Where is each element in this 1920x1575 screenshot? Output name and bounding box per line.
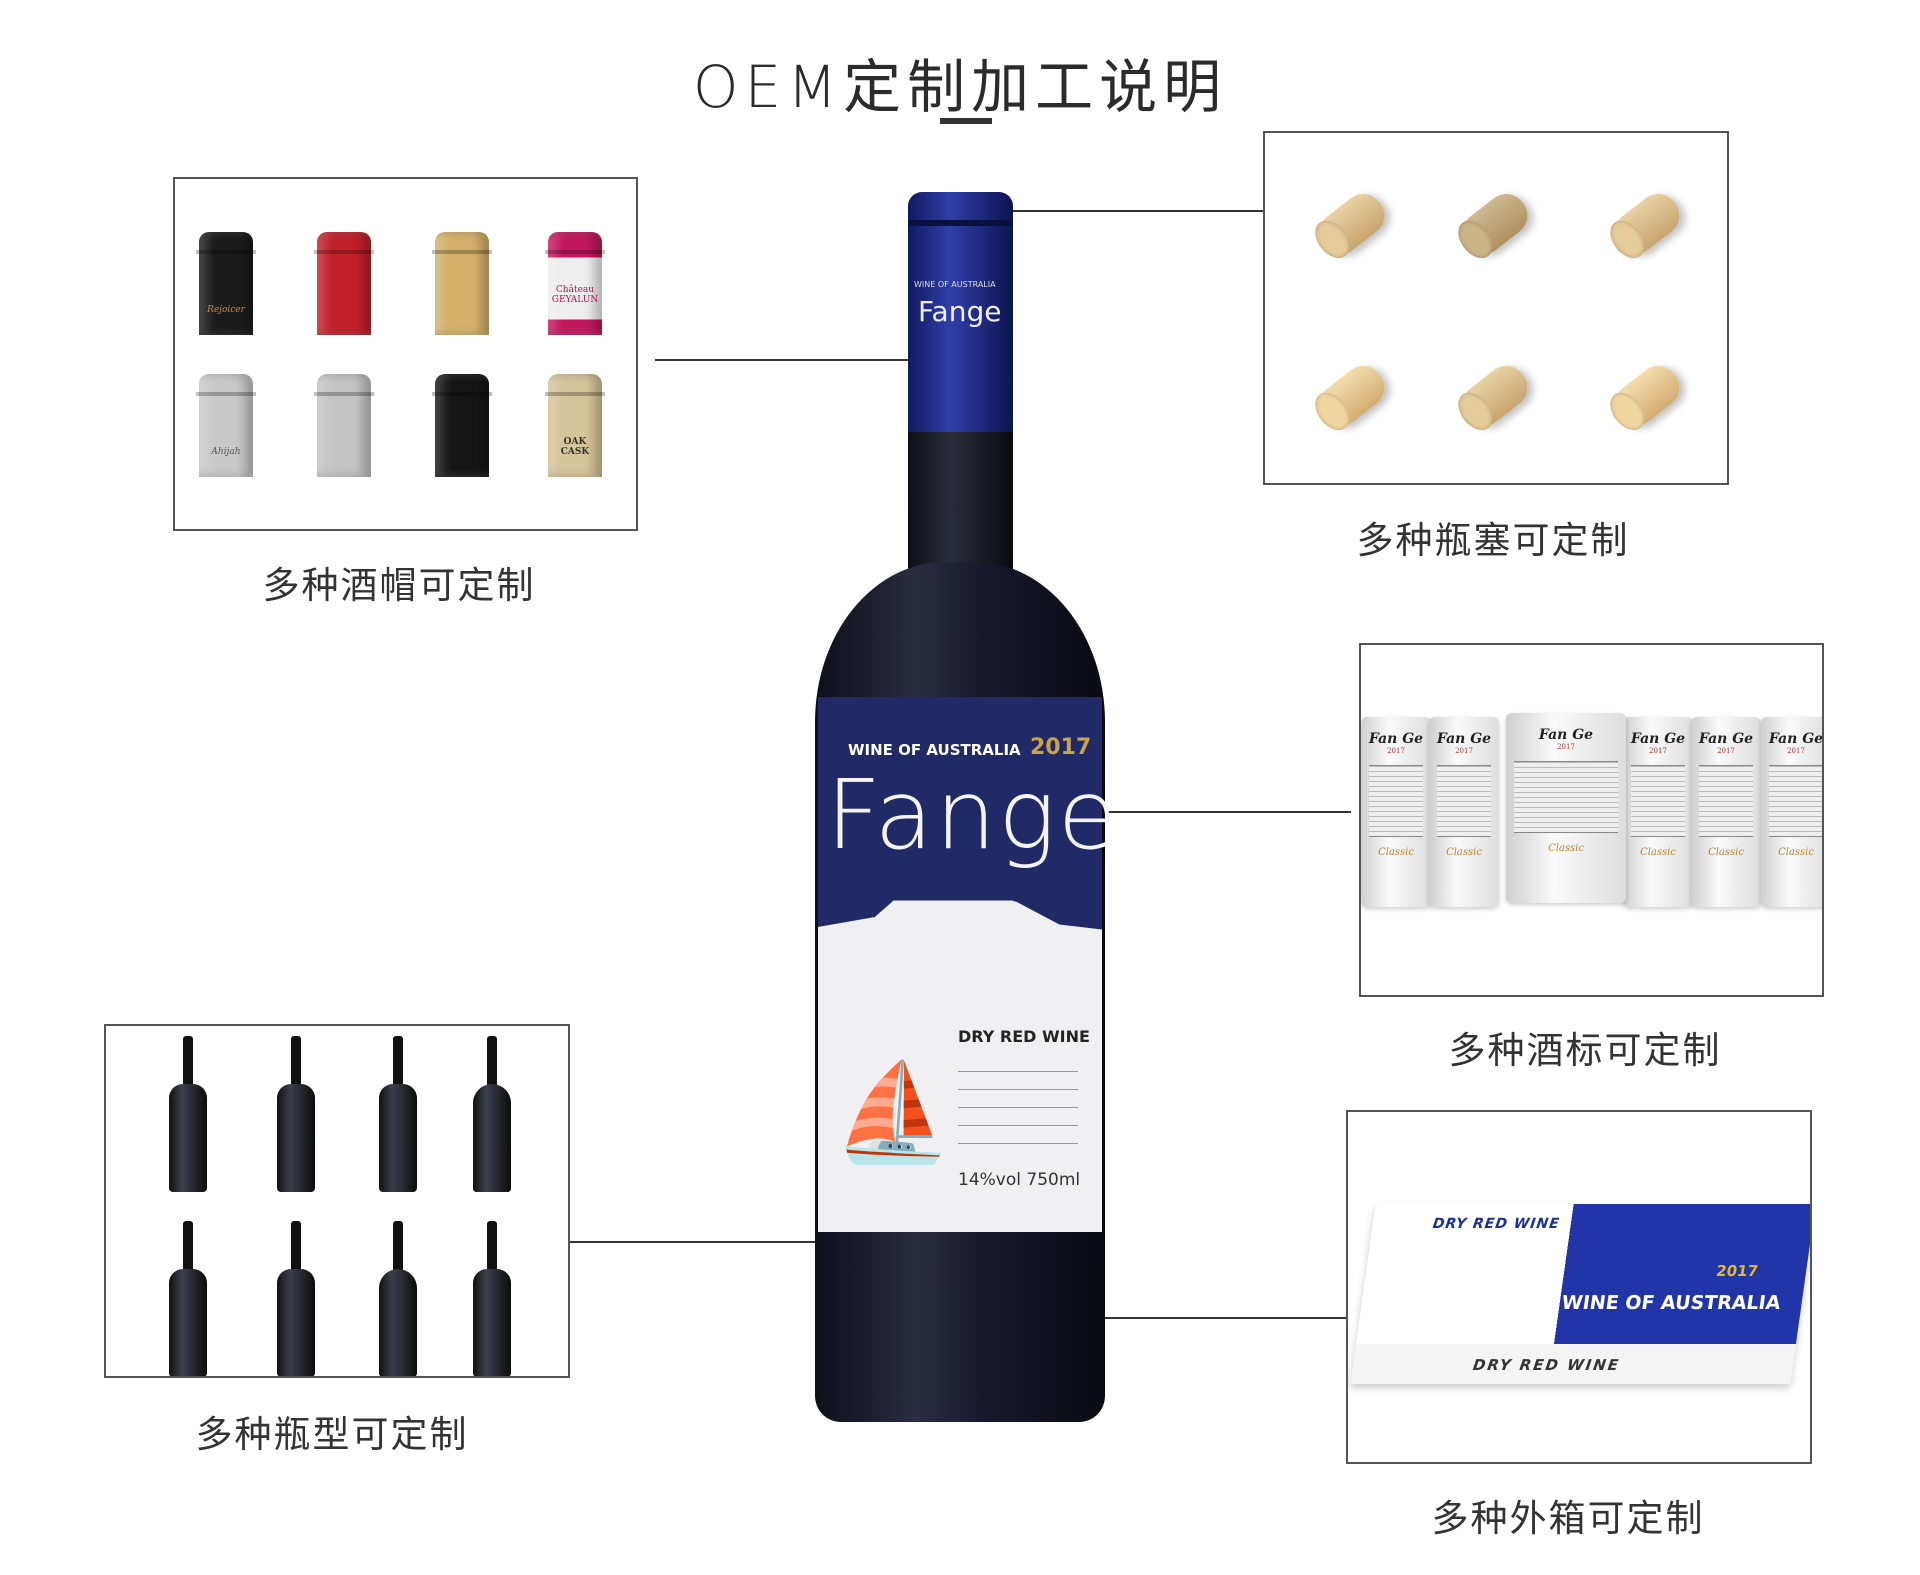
label-brand: Fan Ge [1698, 731, 1754, 747]
label-year: 2017 [1717, 747, 1735, 755]
labels-caption: 多种酒标可定制 [1448, 1029, 1722, 1072]
cork [1454, 357, 1536, 435]
bottle-neck [908, 432, 1013, 582]
label-year: 2017 [1030, 735, 1092, 760]
case-top-text: DRY RED WINE [1431, 1216, 1561, 1232]
label-series: Classic [1640, 847, 1676, 858]
cap-red [314, 232, 374, 335]
case-origin: WINE OF AUSTRALIA [1560, 1292, 1782, 1314]
connector-corks [1013, 210, 1263, 212]
bottles-image-box [104, 1024, 570, 1378]
label-year: 2017 [1787, 747, 1805, 755]
case-image-box: DRY RED WINE 2017 WINE OF AUSTRALIA DRY … [1346, 1110, 1812, 1464]
neck-origin: WINE OF AUSTRALIA [914, 280, 996, 289]
bottle-label: WINE OF AUSTRALIA 2017 Fange ⛵ DRY RED W… [818, 697, 1117, 1232]
cap-text: OAK CASK [560, 437, 590, 457]
cap-silver [314, 374, 374, 477]
wine-case: DRY RED WINE 2017 WINE OF AUSTRALIA DRY … [1350, 1204, 1810, 1384]
cork [1454, 185, 1536, 263]
case-caption: 多种外箱可定制 [1431, 1497, 1705, 1540]
label-brand: Fan Ge [1538, 727, 1594, 743]
connector-case [1088, 1317, 1346, 1319]
corks-image-box [1263, 131, 1729, 485]
neck-brand: Fange [918, 295, 1002, 328]
bottle-shape [473, 1221, 511, 1376]
label-volume: 14%vol 750ml [958, 1170, 1081, 1190]
bottle-shape [473, 1036, 511, 1192]
label-series: Classic [1778, 847, 1814, 858]
label-year: 2017 [1649, 747, 1667, 755]
connector-caps [655, 359, 908, 361]
bottle-shape [379, 1036, 417, 1192]
bottle-shape [277, 1036, 315, 1192]
cork [1311, 357, 1393, 435]
label-series: Classic [1378, 847, 1414, 858]
label-series: Classic [1446, 847, 1482, 858]
connector-labels [1105, 811, 1351, 813]
corks-caption: 多种瓶塞可定制 [1356, 519, 1630, 562]
bottle-shape [169, 1221, 207, 1376]
cork [1311, 185, 1393, 263]
label-year: 2017 [1387, 747, 1405, 755]
label-type: DRY RED WINE [958, 1027, 1090, 1046]
cap-black-seal [432, 374, 492, 477]
connector-bottles [569, 1241, 819, 1243]
cap-silver-script: Ahijah [196, 374, 256, 477]
wine-bottle: WINE OF AUSTRALIA Fange WINE OF AUSTRALI… [815, 192, 1117, 1422]
bottle-shape [277, 1221, 315, 1376]
case-side-text: DRY RED WINE [1471, 1356, 1622, 1374]
caps-caption: 多种酒帽可定制 [262, 564, 536, 607]
label-brand: Fan Ge [1368, 731, 1424, 747]
label-description [958, 1059, 1078, 1154]
page-title: OEM定制加工说明 [692, 53, 1228, 121]
label-brand: Fan Ge [1436, 731, 1492, 747]
cap-black: Rejoicer [196, 232, 256, 335]
cap-gold [432, 232, 492, 335]
label-year: 2017 [1455, 747, 1473, 755]
bottle-shape [169, 1036, 207, 1192]
label-brand: Fan Ge [1768, 731, 1824, 747]
bottles-caption: 多种瓶型可定制 [195, 1413, 469, 1456]
label-origin: WINE OF AUSTRALIA [848, 741, 1021, 759]
cap-champagne: OAK CASK [545, 374, 605, 477]
cap-text: Château GEYALUN [551, 285, 599, 305]
cap-text: Rejoicer [207, 305, 245, 315]
caps-image-box: Rejoicer Château GEYALUN Ahijah OAK CASK [173, 177, 638, 531]
cap-text: Ahijah [211, 447, 241, 457]
label-series: Classic [1708, 847, 1744, 858]
case-year: 2017 [1714, 1262, 1760, 1280]
ship-illustration: ⛵ [833, 1056, 943, 1168]
cork [1606, 357, 1688, 435]
label-series: Classic [1548, 843, 1584, 854]
cap-pink: Château GEYALUN [545, 232, 605, 335]
label-brand: Fange [826, 759, 1119, 871]
title-underline [940, 118, 992, 124]
bottle-capsule: WINE OF AUSTRALIA Fange [908, 192, 1013, 432]
label-brand: Fan Ge [1630, 731, 1686, 747]
label-year: 2017 [1557, 743, 1575, 751]
cork [1606, 185, 1688, 263]
bottle-shape [379, 1221, 417, 1376]
